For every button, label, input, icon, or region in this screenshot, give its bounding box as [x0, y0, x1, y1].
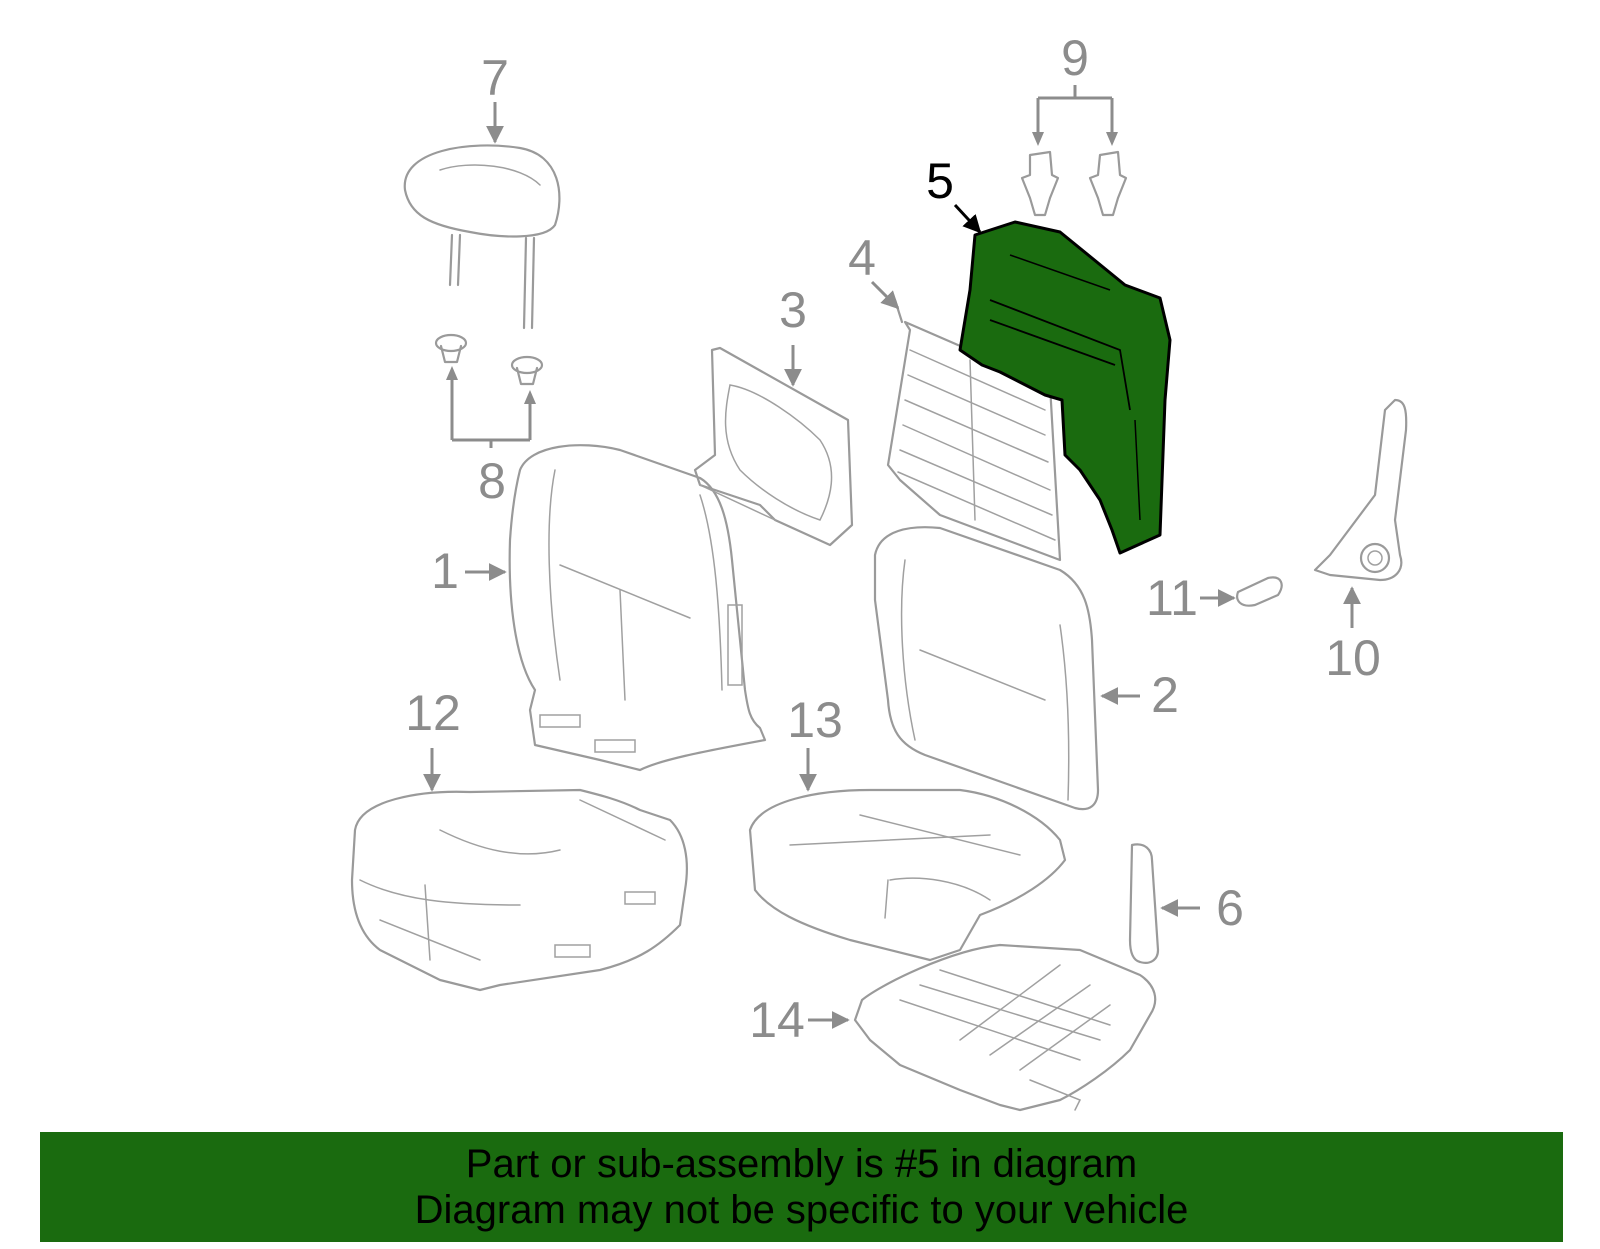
banner-line-2: Diagram may not be specific to your vehi… — [414, 1188, 1189, 1232]
seat-frame-part-14 — [853, 943, 1157, 1112]
callout-13: 13 — [787, 692, 843, 792]
callout-1: 1 — [431, 543, 507, 599]
callout-label-9: 9 — [1061, 30, 1089, 86]
seat-cushion-cover-part-12 — [350, 788, 688, 992]
seatback-frame-part-5 — [958, 220, 1172, 555]
callout-11: 11 — [1146, 570, 1236, 626]
callout-6: 6 — [1160, 880, 1244, 936]
callout-14: 14 — [749, 992, 850, 1048]
callout-label-11: 11 — [1146, 570, 1198, 626]
callout-7: 7 — [481, 50, 509, 144]
headrest-guides-part-8 — [434, 333, 544, 386]
banner-line-1: Part or sub-assembly is #5 in diagram — [465, 1142, 1138, 1186]
callout-10: 10 — [1325, 586, 1381, 686]
clips-part-9 — [1020, 150, 1128, 217]
callout-label-6: 6 — [1216, 880, 1244, 936]
callout-2: 2 — [1100, 667, 1179, 723]
callout-label-1: 1 — [431, 543, 459, 599]
trim-part-6 — [1128, 843, 1160, 964]
callout-8: 8 — [446, 366, 536, 509]
cushion-pad-part-13 — [748, 788, 1067, 962]
back-panel-part-3 — [693, 346, 854, 547]
highlighted-frame — [958, 220, 1172, 555]
recliner-part-10 — [1313, 398, 1408, 582]
callout-12: 12 — [405, 685, 461, 792]
headrest-part-7 — [403, 144, 561, 330]
callout-label-2: 2 — [1151, 667, 1179, 723]
callout-label-4: 4 — [848, 230, 876, 286]
callout-label-14: 14 — [749, 992, 805, 1048]
callout-label-10: 10 — [1325, 630, 1381, 686]
callout-label-5: 5 — [926, 153, 954, 209]
callout-label-8: 8 — [478, 453, 506, 509]
callout-9: 9 — [1032, 30, 1118, 146]
callout-label-7: 7 — [481, 50, 509, 106]
callout-4: 4 — [848, 230, 900, 310]
callout-label-13: 13 — [787, 692, 843, 748]
info-banner: Part or sub-assembly is #5 in diagram Di… — [40, 1132, 1563, 1242]
knob-part-11 — [1236, 576, 1283, 607]
seatback-cover-part-1 — [508, 444, 767, 772]
callout-label-12: 12 — [405, 685, 461, 741]
callout-3: 3 — [779, 282, 807, 387]
callout-label-3: 3 — [779, 282, 807, 338]
callout-5: 5 — [926, 153, 982, 234]
seatback-cover-part-2 — [873, 526, 1100, 811]
